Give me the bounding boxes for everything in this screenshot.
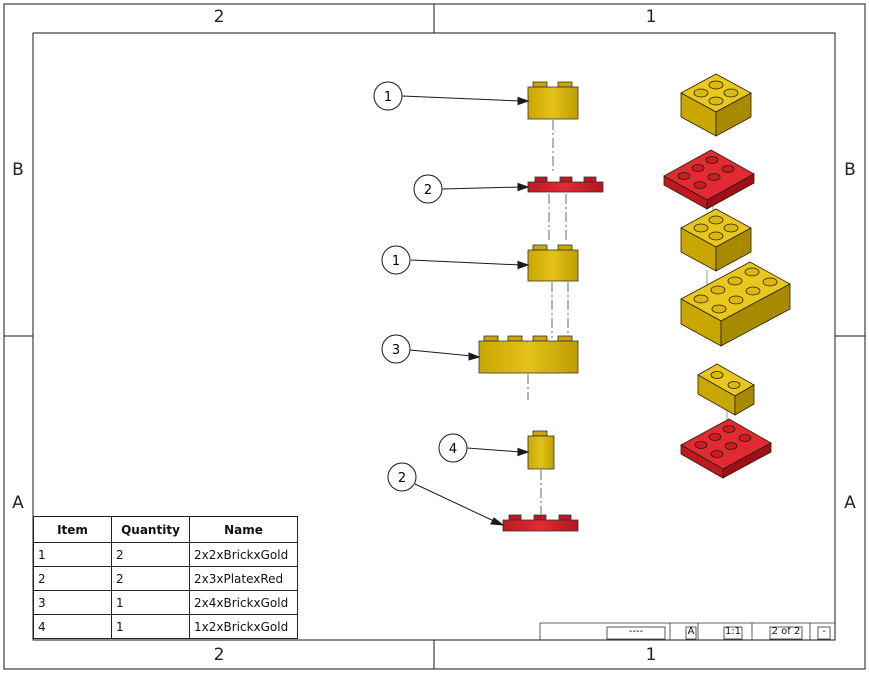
balloon-item-4[interactable]: 4 [438,433,468,463]
zone-col-bottom-1: 1 [645,645,657,665]
bom-cell-item: 4 [33,614,112,639]
bom-cell-quantity: 2 [111,566,190,591]
balloon-item-3[interactable]: 3 [381,334,411,364]
sheet-value: 2 of 2 [771,626,801,637]
bom-cell-quantity: 1 [111,590,190,615]
zone-col-bottom-2: 2 [213,645,225,665]
bom-header-name: Name [189,516,298,543]
bom-cell-item: 2 [33,566,112,591]
bom-cell-name: 1x2xBrickxGold [189,614,298,639]
title-block-material: ---- [607,623,665,638]
revision-value: - [822,626,826,637]
balloon-label: 2 [424,183,432,198]
table-row[interactable]: 2 2 2x3xPlatexRed [33,566,298,591]
bom-cell-quantity: 1 [111,614,190,639]
balloon-label: 1 [392,254,400,269]
title-block-revision: - [818,623,830,638]
front-plate-red-bottom [502,514,579,532]
bom-header-item: Item [33,516,112,543]
zone-col-top-2: 2 [213,7,225,27]
bom-cell-item: 1 [33,542,112,567]
title-block-frame [539,622,835,640]
front-brick-1x2 [527,430,555,470]
bom-header-row: Item Quantity Name [33,516,298,543]
zone-row-left-b: B [12,160,24,180]
bom-cell-name: 2x2xBrickxGold [189,542,298,567]
bom-cell-item: 3 [33,590,112,615]
balloon-label: 3 [392,343,400,358]
balloon-label: 4 [449,442,457,457]
zone-row-left-a: A [12,493,24,513]
front-brick-2x2-top [527,81,579,120]
title-block-sheet: 2 of 2 [770,623,802,638]
balloon-label: 2 [398,471,406,486]
balloon-item-2-bottom[interactable]: 2 [387,462,417,492]
zone-col-top-1: 1 [645,7,657,27]
front-plate-red-top [527,176,604,193]
iso-brick-2x2-middle [680,208,752,272]
leader-lines [401,95,530,526]
balloon-item-2-top[interactable]: 2 [413,174,443,204]
iso-brick-2x4 [680,261,791,347]
table-row[interactable]: 4 1 1x2xBrickxGold [33,614,298,639]
front-brick-2x2-middle [527,244,579,282]
iso-brick-1x2 [697,363,755,416]
title-block-scale: 1:1 [724,623,742,638]
front-brick-2x4 [478,335,579,374]
balloon-item-1-top[interactable]: 1 [373,81,403,111]
title-block-size: A [686,623,696,638]
balloon-item-1-middle[interactable]: 1 [381,245,411,275]
iso-plate-red-top [663,149,755,210]
bom-cell-quantity: 2 [111,542,190,567]
table-row[interactable]: 3 1 2x4xBrickxGold [33,590,298,615]
isometric-view [663,73,791,479]
bom-cell-name: 2x3xPlatexRed [189,566,298,591]
bill-of-materials-table: Item Quantity Name 1 2 2x2xBrickxGold 2 … [33,516,298,639]
bom-cell-name: 2x4xBrickxGold [189,590,298,615]
title-block: ---- A 1:1 2 of 2 - [540,623,835,638]
balloon-label: 1 [384,90,392,105]
scale-value: 1:1 [724,626,742,637]
front-view [478,81,604,532]
bom-header-quantity: Quantity [111,516,190,543]
material-value: ---- [628,626,644,637]
size-value: A [687,626,695,637]
zone-row-right-a: A [844,493,856,513]
balloons: 1 2 1 3 4 2 [373,81,468,492]
table-row[interactable]: 1 2 2x2xBrickxGold [33,542,298,567]
iso-brick-2x2-top [680,73,752,137]
zone-row-right-b: B [844,160,856,180]
iso-plate-red-bottom [680,418,772,479]
